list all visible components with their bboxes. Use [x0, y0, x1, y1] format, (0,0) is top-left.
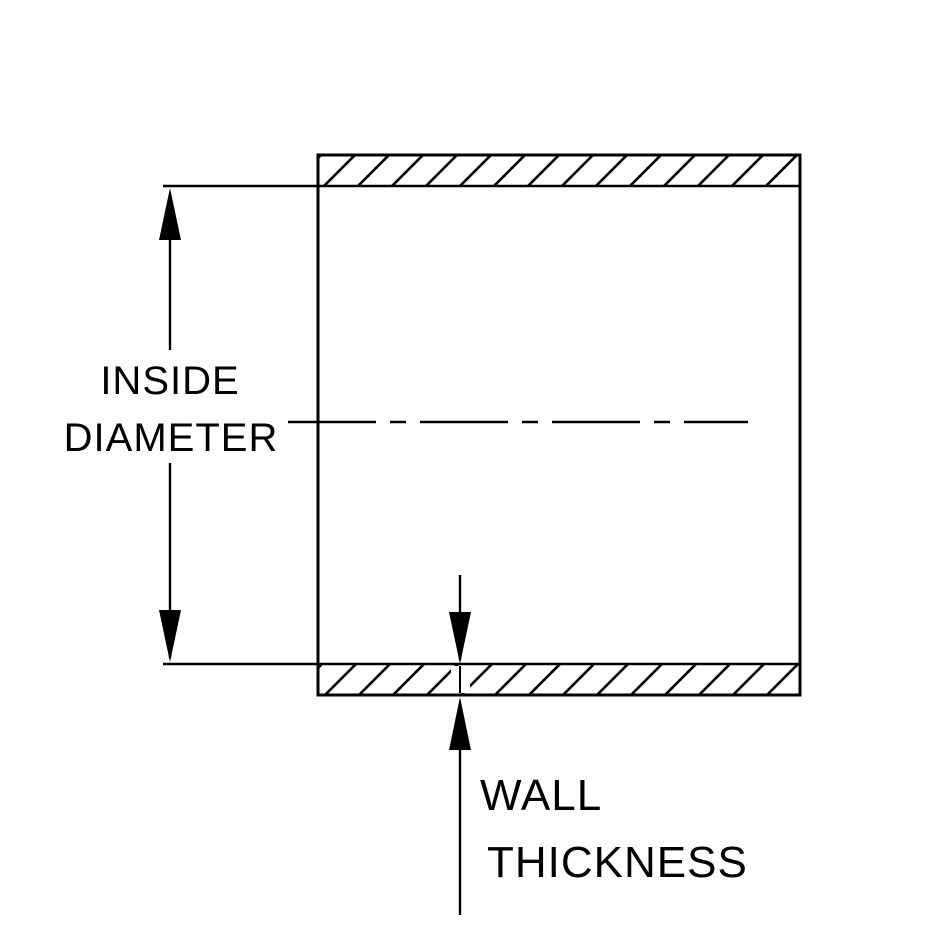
inside-diameter-label-line2: DIAMETER	[64, 416, 279, 460]
top-wall-hatch	[318, 155, 800, 186]
inside-diameter-label-line1: INSIDE	[100, 359, 239, 403]
arrow-up-icon	[449, 697, 471, 750]
arrow-up-icon	[159, 188, 181, 240]
arrow-down-icon	[449, 612, 471, 664]
arrow-down-icon	[159, 610, 181, 662]
wall-thickness-label-line1: WALL	[480, 771, 602, 820]
tube-body-outline	[316, 153, 802, 697]
bottom-wall-hatch	[318, 664, 800, 695]
wall-thickness-label-line2: THICKNESS	[487, 838, 748, 887]
